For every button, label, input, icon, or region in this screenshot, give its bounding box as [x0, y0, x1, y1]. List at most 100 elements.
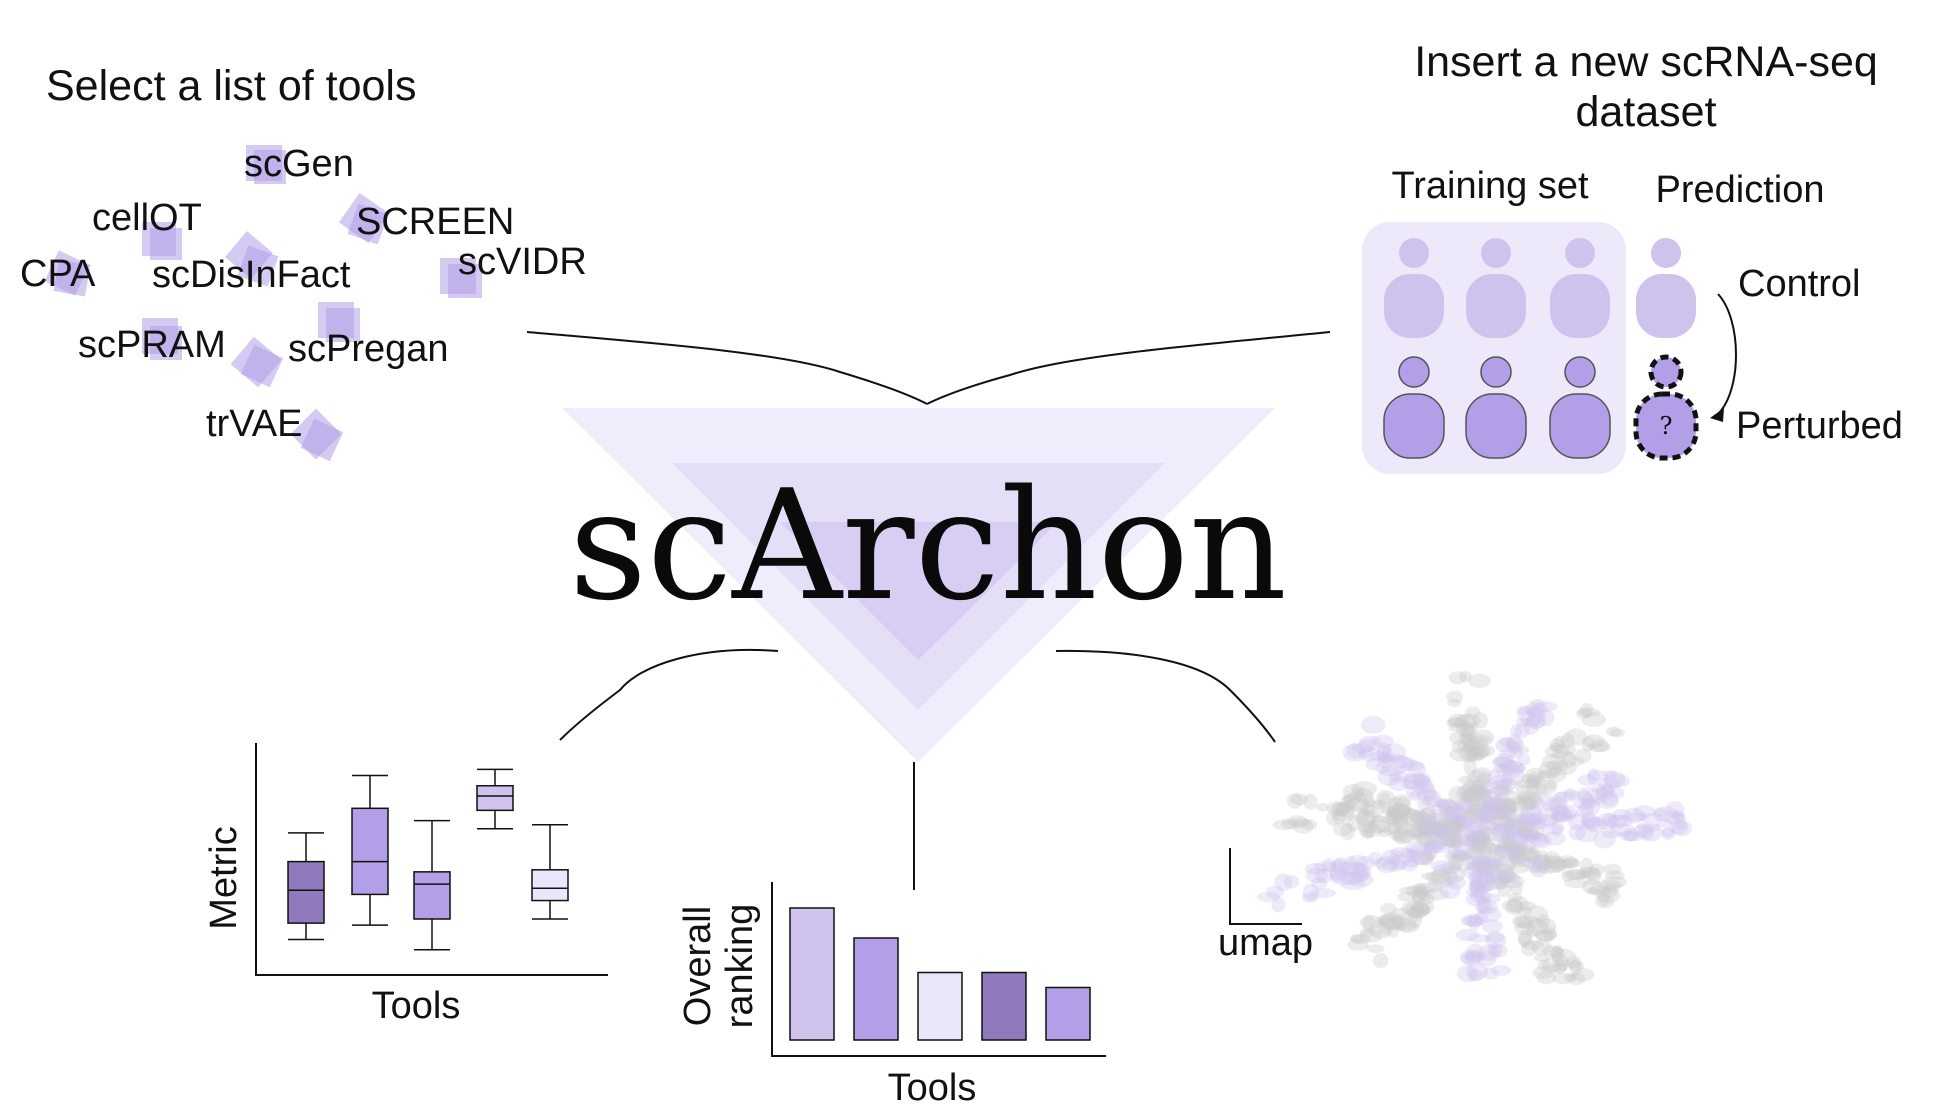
umap-dot — [1494, 798, 1517, 815]
umap-dot — [1544, 745, 1570, 759]
umap-dot — [1607, 814, 1634, 828]
umap-dot — [1508, 847, 1526, 862]
umap-dot — [1498, 801, 1517, 819]
umap-dot — [1510, 879, 1523, 896]
umap-dot — [1517, 829, 1541, 840]
umap-dot — [1385, 802, 1411, 818]
umap-dot — [1461, 952, 1476, 965]
umap-dot — [1468, 794, 1493, 806]
umap-dot — [1525, 782, 1539, 797]
umap-dot — [1563, 787, 1577, 799]
umap-dot — [1440, 862, 1462, 874]
umap-dot — [1408, 904, 1432, 914]
umap-dot — [1344, 861, 1370, 880]
umap-dot — [1405, 785, 1427, 798]
umap-dot — [1536, 914, 1551, 929]
umap-dot — [1580, 814, 1600, 830]
umap-dot — [1518, 827, 1532, 839]
umap-dot — [1412, 888, 1431, 897]
umap-dot — [1496, 790, 1522, 807]
umap-dot — [1510, 834, 1533, 845]
umap-dot — [1359, 915, 1384, 929]
umap-dot — [1487, 770, 1501, 786]
umap-dot — [1575, 786, 1602, 804]
umap-dot — [1485, 932, 1505, 943]
umap-dot — [1332, 801, 1352, 815]
umap-dot — [1445, 869, 1458, 885]
umap-dot — [1453, 802, 1479, 819]
umap-dot — [1597, 889, 1610, 907]
umap-dot — [1405, 819, 1427, 828]
barplot-ylabel-line2: ranking — [719, 904, 761, 1029]
umap-dot — [1521, 940, 1545, 950]
umap-dot — [1609, 823, 1635, 837]
umap-dot — [1522, 849, 1539, 865]
umap-dot — [1501, 899, 1525, 913]
umap-dot — [1478, 815, 1498, 824]
umap-dot — [1473, 729, 1495, 746]
umap-dot — [1549, 796, 1568, 815]
umap-dot — [1470, 744, 1491, 758]
umap-dot — [1507, 814, 1529, 830]
umap-dot — [1390, 847, 1413, 858]
umap-dot — [1448, 671, 1467, 685]
umap-dot — [1537, 863, 1556, 875]
umap-dot — [1418, 850, 1434, 866]
umap-dot — [1565, 728, 1587, 746]
umap-dot — [1370, 815, 1391, 832]
umap-dot — [1663, 810, 1685, 825]
umap-dot — [1303, 794, 1318, 810]
umap-dot — [1465, 804, 1488, 819]
umap-dot — [1446, 717, 1466, 728]
connector-umap — [1055, 649, 1276, 743]
umap-dot — [1471, 767, 1493, 780]
umap-dot — [1470, 873, 1485, 891]
umap-dot — [1463, 915, 1478, 927]
umap-dot — [1415, 820, 1429, 835]
umap-dot — [1516, 793, 1530, 803]
umap-dot — [1606, 726, 1622, 737]
umap-dot — [1464, 951, 1487, 963]
umap-dot — [1500, 874, 1525, 889]
umap-dot — [1359, 927, 1376, 938]
umap-dot — [1587, 770, 1609, 781]
umap-dot — [1492, 823, 1515, 839]
umap-dot — [1478, 872, 1498, 885]
umap-dot — [1520, 813, 1542, 827]
umap-dot — [1537, 769, 1556, 779]
umap-dot — [1326, 810, 1339, 826]
umap-dot — [1342, 784, 1365, 800]
umap-dot — [1405, 884, 1428, 898]
umap-dot — [1484, 851, 1506, 862]
umap-dot — [1461, 732, 1476, 750]
umap-dot — [1479, 893, 1502, 904]
umap-dot — [1574, 748, 1592, 764]
umap-dot — [1516, 716, 1530, 728]
umap-dot — [1444, 806, 1459, 817]
umap-dot — [1409, 905, 1424, 922]
umap-dot — [1586, 867, 1601, 886]
umap-dot — [1470, 835, 1492, 848]
umap-dot — [1597, 777, 1621, 790]
umap-dot — [1451, 816, 1467, 827]
umap-dot — [1426, 812, 1449, 828]
umap-dot — [1541, 957, 1561, 974]
umap-dot — [1449, 732, 1466, 744]
umap-dot — [1552, 759, 1577, 776]
umap-dot — [1448, 713, 1468, 727]
umap-dot — [1551, 805, 1572, 823]
umap-dot — [1556, 855, 1578, 867]
umap-dot — [1486, 859, 1500, 875]
umap-dot — [1470, 747, 1490, 760]
umap-dot — [1499, 748, 1516, 759]
umap-dot — [1506, 740, 1521, 750]
control-cells — [1384, 238, 1696, 338]
umap-dot — [1399, 886, 1425, 895]
umap-dot — [1473, 784, 1489, 798]
umap-dot — [1436, 823, 1451, 841]
umap-dot — [1469, 742, 1486, 761]
umap-dot — [1459, 723, 1476, 740]
umap-dot — [1435, 833, 1455, 847]
umap-dot — [1463, 842, 1485, 859]
umap-dot — [1472, 856, 1489, 868]
